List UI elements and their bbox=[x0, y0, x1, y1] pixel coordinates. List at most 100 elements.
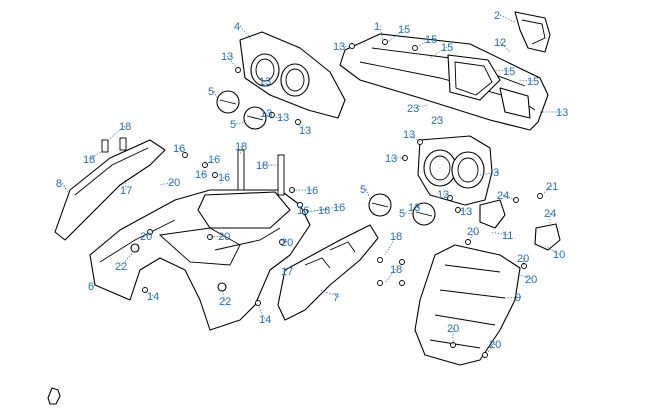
callout-leader bbox=[484, 343, 496, 356]
callout-number: 18 bbox=[390, 264, 402, 276]
callout-number: 16 bbox=[333, 202, 345, 214]
callout-number: 20 bbox=[218, 231, 230, 243]
callout-number: 17 bbox=[281, 266, 293, 278]
callout-leader bbox=[413, 206, 421, 209]
callout-number: 5 bbox=[230, 119, 236, 131]
callout-leader bbox=[408, 133, 421, 143]
callout-number: 13 bbox=[385, 153, 397, 165]
callout-leader bbox=[284, 267, 288, 272]
callout-number: 16 bbox=[306, 185, 318, 197]
callout-number: 18 bbox=[119, 121, 131, 133]
callout-leader bbox=[522, 257, 525, 267]
callout-number: 20 bbox=[140, 231, 152, 243]
callout-number: 11 bbox=[502, 230, 513, 242]
callout-number: 18 bbox=[83, 154, 95, 166]
callout-leader bbox=[269, 116, 284, 119]
callout-number: 16 bbox=[318, 205, 330, 217]
callout-number: 6 bbox=[88, 281, 94, 293]
callout-leader bbox=[93, 284, 96, 287]
callout-number: 13 bbox=[460, 206, 472, 218]
callout-number: 8 bbox=[56, 178, 62, 190]
callout-number: 18 bbox=[390, 231, 402, 243]
callout-number: 21 bbox=[546, 181, 558, 193]
side-brackets bbox=[479, 199, 561, 251]
callout-number: 20 bbox=[281, 237, 293, 249]
callout-leader bbox=[429, 46, 448, 59]
callout-number: 20 bbox=[517, 253, 529, 265]
front-grille-frame bbox=[414, 244, 521, 366]
callout-number: 3 bbox=[493, 167, 499, 179]
callout-leader bbox=[213, 90, 219, 101]
callout-leader bbox=[239, 25, 253, 41]
callout-number: 24 bbox=[544, 208, 556, 220]
callout-leader bbox=[159, 181, 175, 186]
callout-leader bbox=[489, 231, 509, 236]
callout-number: 15 bbox=[441, 42, 453, 54]
callout-leader bbox=[120, 249, 136, 267]
callout-number: 13 bbox=[403, 129, 415, 141]
callout-leader bbox=[235, 121, 246, 125]
callout-number: 16 bbox=[195, 169, 207, 181]
callout-leader bbox=[387, 28, 405, 43]
callout-number: 15 bbox=[527, 76, 539, 88]
callout-number: 13 bbox=[277, 112, 289, 124]
callout-number: 24 bbox=[497, 190, 509, 202]
callout-leader bbox=[504, 296, 522, 299]
callout-number: 14 bbox=[259, 314, 271, 326]
callout-leader bbox=[479, 171, 500, 176]
callout-leader bbox=[544, 245, 560, 255]
callout-number: 16 bbox=[218, 172, 230, 184]
headlight-bulbs bbox=[216, 90, 436, 226]
callout-leader bbox=[265, 112, 273, 116]
callout-leader bbox=[539, 185, 553, 197]
callout-leader bbox=[209, 235, 225, 238]
rear-fender-body bbox=[89, 189, 311, 331]
callout-number: 15 bbox=[503, 66, 515, 78]
hand-pointer-icon bbox=[47, 387, 61, 405]
callout-number: 20 bbox=[525, 274, 537, 286]
callout-leader bbox=[499, 41, 511, 53]
callout-number: 9 bbox=[515, 292, 521, 304]
callout-number: 13 bbox=[221, 51, 233, 63]
callout-leader bbox=[519, 274, 532, 280]
callout-number: 20 bbox=[447, 323, 459, 335]
callout-number: 13 bbox=[437, 189, 449, 201]
callout-number: 20 bbox=[489, 339, 501, 351]
callout-leader bbox=[436, 114, 441, 121]
callout-leader bbox=[384, 235, 397, 256]
callout-number: 16 bbox=[208, 154, 220, 166]
callout-number: 16 bbox=[173, 143, 185, 155]
callout-leader bbox=[469, 230, 474, 243]
callout-leader bbox=[200, 173, 206, 176]
callout-number: 13 bbox=[259, 76, 271, 88]
callout-number: 15 bbox=[425, 34, 437, 46]
callout-leader bbox=[204, 158, 215, 166]
callout-number: 4 bbox=[234, 21, 240, 33]
callout-leader bbox=[379, 25, 384, 41]
callout-number: 1 bbox=[374, 21, 380, 33]
callout-leader bbox=[107, 125, 126, 141]
callout-leader bbox=[257, 304, 266, 320]
callout-leader bbox=[365, 188, 371, 201]
callout-leader bbox=[319, 289, 340, 298]
callout-number: 12 bbox=[494, 37, 506, 49]
callout-number: 14 bbox=[147, 291, 159, 303]
callout-number: 10 bbox=[553, 249, 565, 261]
callout-number: 15 bbox=[398, 24, 410, 36]
instrument-cluster bbox=[417, 135, 493, 206]
callout-number: 20 bbox=[168, 177, 180, 189]
callout-number: 23 bbox=[407, 103, 419, 115]
callout-number: 13 bbox=[556, 107, 568, 119]
callout-number: 13 bbox=[260, 108, 272, 120]
callout-number: 5 bbox=[360, 184, 366, 196]
callout-number: 7 bbox=[333, 292, 339, 304]
callout-leader bbox=[494, 69, 510, 72]
callout-leader bbox=[61, 182, 69, 193]
callout-number: 5 bbox=[399, 208, 405, 220]
callout-number: 16 bbox=[297, 205, 309, 217]
callout-leader bbox=[412, 104, 429, 109]
callout-number: 22 bbox=[219, 296, 231, 308]
callout-number: 22 bbox=[115, 261, 127, 273]
headlight-housing bbox=[239, 31, 346, 119]
